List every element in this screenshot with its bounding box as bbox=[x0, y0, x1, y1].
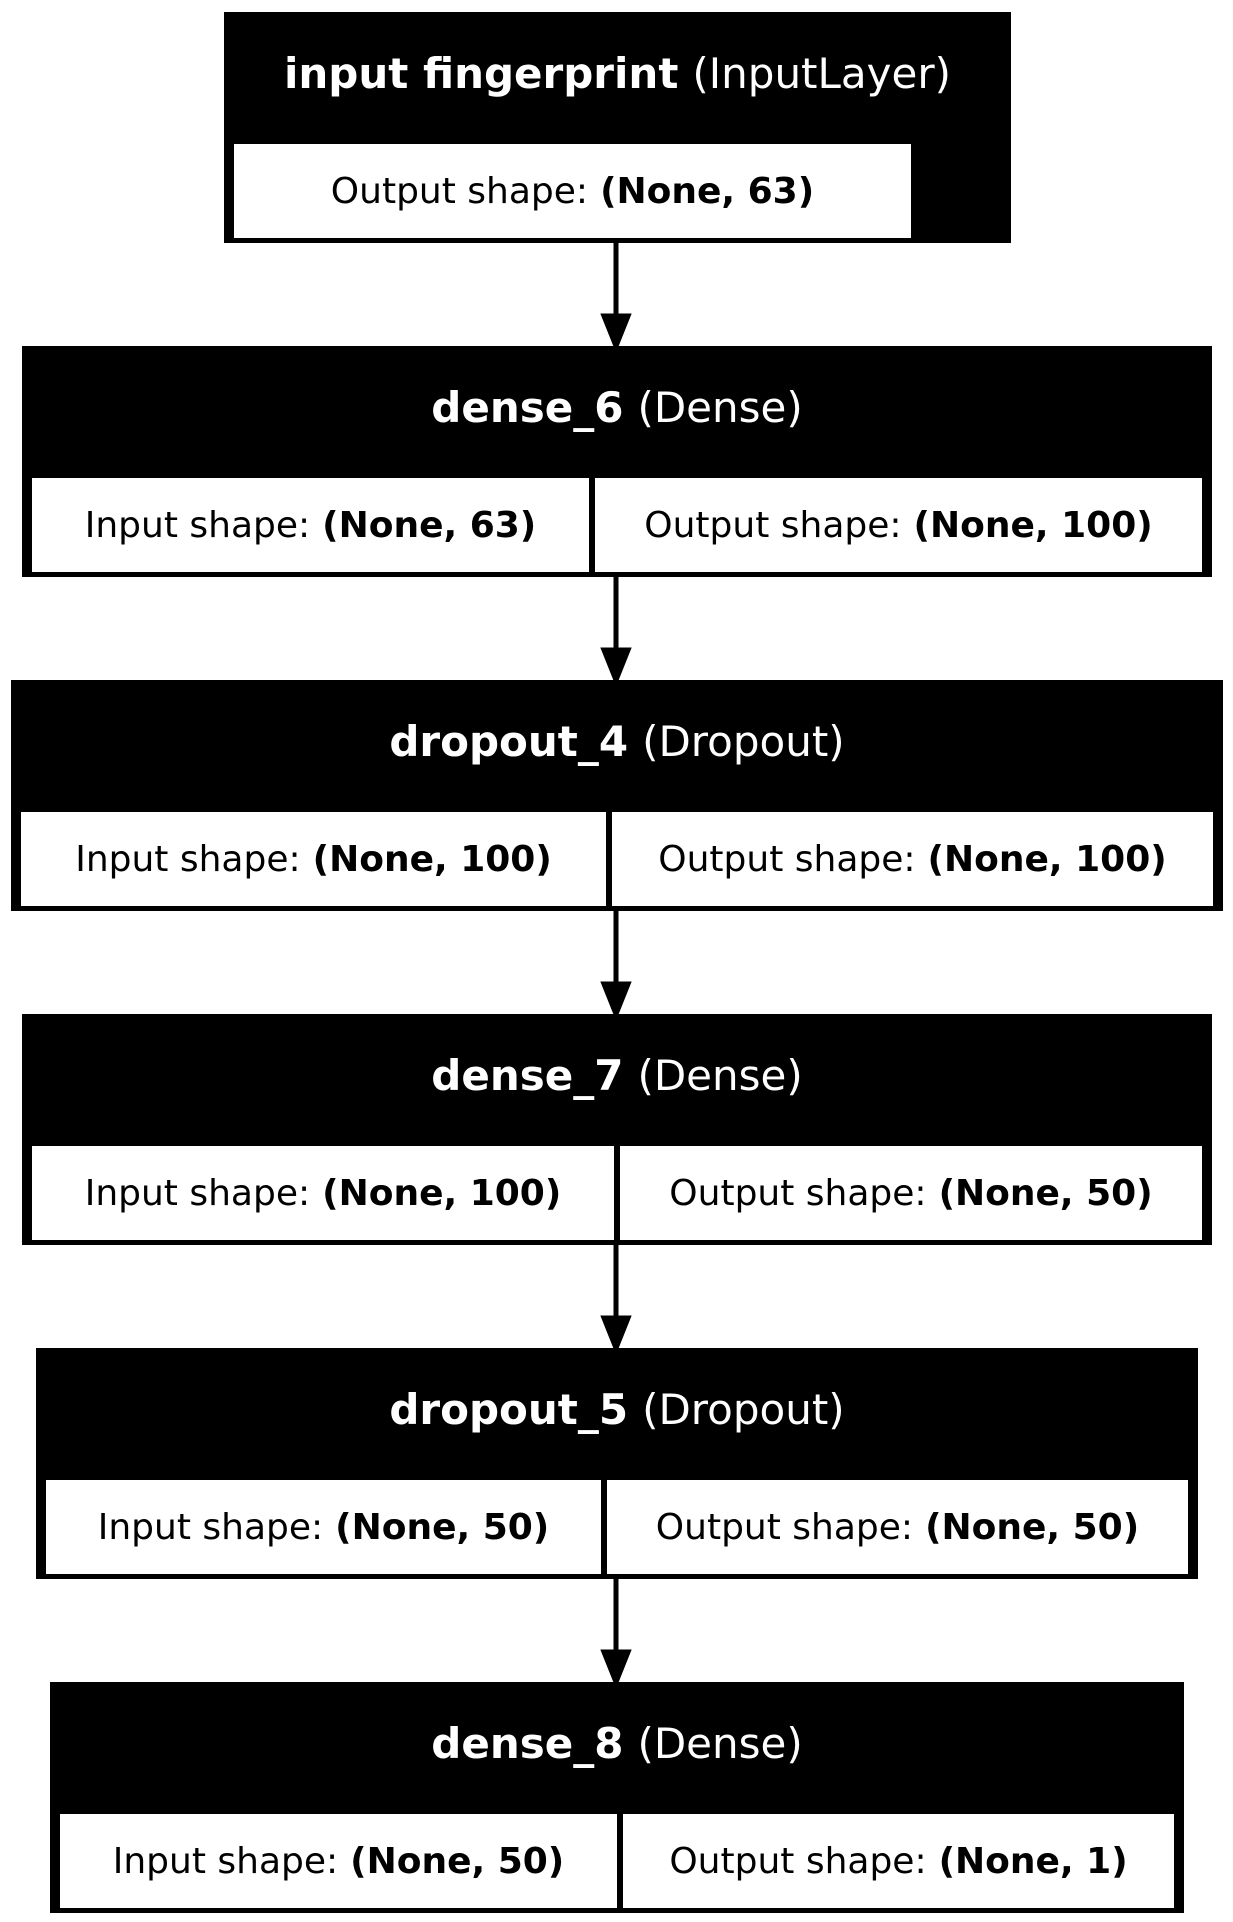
layer-type: (InputLayer) bbox=[692, 48, 952, 98]
output-shape-value: (None, 100) bbox=[927, 838, 1167, 880]
input-shape-value: (None, 63) bbox=[322, 504, 537, 546]
input-shape-value: (None, 100) bbox=[312, 838, 552, 880]
arrowhead-dense-8 bbox=[600, 1649, 632, 1689]
output-shape-cell: Output shape: (None, 50) bbox=[607, 1480, 1188, 1574]
output-shape-label: Output shape: bbox=[644, 504, 902, 546]
layer-name: dense_8 bbox=[431, 1718, 624, 1768]
layer-dense-6: dense_6 (Dense) Input shape: (None, 63) … bbox=[22, 346, 1212, 577]
layer-type: (Dropout) bbox=[642, 1384, 845, 1434]
output-shape-label: Output shape: bbox=[655, 1506, 914, 1548]
input-shape-label: Input shape: bbox=[84, 504, 311, 546]
layer-name: dropout_5 bbox=[389, 1384, 629, 1434]
input-shape-cell: Input shape: (None, 100) bbox=[21, 812, 606, 906]
output-shape-value: (None, 50) bbox=[925, 1506, 1140, 1548]
output-shape-label: Output shape: bbox=[669, 1840, 927, 1882]
arrowhead-dense-6 bbox=[600, 313, 632, 353]
output-shape-value: (None, 50) bbox=[938, 1172, 1153, 1214]
output-shape-cell: Output shape: (None, 63) bbox=[234, 144, 911, 238]
layer-dense-7: dense_7 (Dense) Input shape: (None, 100)… bbox=[22, 1014, 1212, 1245]
layer-title: dropout_5 (Dropout) bbox=[41, 1353, 1193, 1465]
layer-title: dropout_4 (Dropout) bbox=[16, 685, 1218, 797]
output-shape-label: Output shape: bbox=[669, 1172, 927, 1214]
layer-name: input fingerprint bbox=[283, 48, 679, 98]
arrowhead-dropout-5 bbox=[600, 1315, 632, 1355]
output-shape-value: (None, 100) bbox=[913, 504, 1153, 546]
layer-type: (Dense) bbox=[637, 1050, 803, 1100]
input-shape-label: Input shape: bbox=[112, 1840, 339, 1882]
output-shape-label: Output shape: bbox=[658, 838, 916, 880]
layer-dropout-5: dropout_5 (Dropout) Input shape: (None, … bbox=[36, 1348, 1198, 1579]
layer-dropout-4: dropout_4 (Dropout) Input shape: (None, … bbox=[11, 680, 1223, 911]
output-shape-value: (None, 63) bbox=[600, 170, 815, 212]
output-shape-cell: Output shape: (None, 100) bbox=[612, 812, 1213, 906]
input-shape-cell: Input shape: (None, 100) bbox=[32, 1146, 614, 1240]
layer-type: (Dense) bbox=[637, 382, 803, 432]
output-shape-label: Output shape: bbox=[330, 170, 589, 212]
input-shape-value: (None, 50) bbox=[350, 1840, 565, 1882]
layer-type: (Dense) bbox=[637, 1718, 803, 1768]
output-shape-value: (None, 1) bbox=[938, 1840, 1128, 1882]
input-shape-label: Input shape: bbox=[75, 838, 301, 880]
output-shape-cell: Output shape: (None, 100) bbox=[595, 478, 1202, 572]
input-shape-value: (None, 100) bbox=[322, 1172, 562, 1214]
input-shape-cell: Input shape: (None, 50) bbox=[46, 1480, 601, 1574]
input-shape-cell: Input shape: (None, 63) bbox=[32, 478, 589, 572]
layer-title: dense_7 (Dense) bbox=[27, 1019, 1207, 1131]
layer-title: dense_6 (Dense) bbox=[27, 351, 1207, 463]
layer-name: dropout_4 bbox=[389, 716, 629, 766]
input-shape-cell: Input shape: (None, 50) bbox=[60, 1814, 617, 1908]
layer-type: (Dropout) bbox=[642, 716, 845, 766]
input-shape-value: (None, 50) bbox=[335, 1506, 550, 1548]
layer-input-fingerprint: input fingerprint (InputLayer) Output sh… bbox=[224, 12, 1011, 243]
input-shape-label: Input shape: bbox=[97, 1506, 324, 1548]
input-shape-label: Input shape: bbox=[84, 1172, 311, 1214]
arrowhead-dropout-4 bbox=[600, 647, 632, 687]
layer-name: dense_7 bbox=[431, 1050, 624, 1100]
output-shape-cell: Output shape: (None, 1) bbox=[623, 1814, 1174, 1908]
layer-dense-8: dense_8 (Dense) Input shape: (None, 50) … bbox=[50, 1682, 1184, 1913]
layer-name: dense_6 bbox=[431, 382, 624, 432]
layer-title: input fingerprint (InputLayer) bbox=[229, 17, 1006, 129]
layer-title: dense_8 (Dense) bbox=[55, 1687, 1179, 1799]
arrowhead-dense-7 bbox=[600, 981, 632, 1021]
output-shape-cell: Output shape: (None, 50) bbox=[620, 1146, 1202, 1240]
